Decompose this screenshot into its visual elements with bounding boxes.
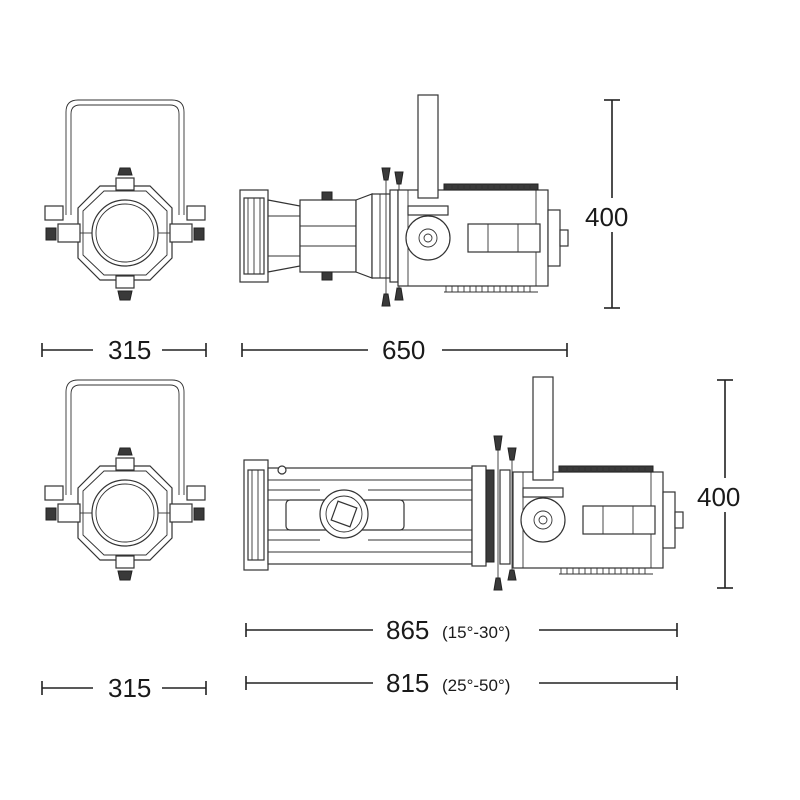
front-view-bottom (44, 379, 206, 581)
length-dimension-top: 650 (241, 335, 568, 365)
width-dimension-bottom: 315 (41, 673, 207, 703)
length-label-bottom-a: 865 (386, 615, 429, 645)
front-view-top (44, 99, 206, 301)
length-label-top: 650 (382, 335, 425, 365)
side-view-bottom (243, 376, 684, 591)
height-label-top: 400 (585, 202, 628, 232)
width-label-bottom: 315 (108, 673, 151, 703)
width-dimension-top: 315 (41, 335, 207, 365)
length-range-bottom-a: (15°-30°) (442, 623, 510, 642)
length-range-bottom-b: (25°-50°) (442, 676, 510, 695)
side-view-top (239, 94, 569, 307)
height-label-bottom: 400 (697, 482, 740, 512)
length-label-bottom-b: 815 (386, 668, 429, 698)
height-dimension-bottom: 400 (697, 379, 762, 589)
width-label-top: 315 (108, 335, 151, 365)
length-dimension-bottom-a: 865 (15°-30°) (245, 615, 678, 645)
length-dimension-bottom-b: 815 (25°-50°) (245, 668, 678, 698)
height-dimension-top: 400 (585, 99, 640, 309)
